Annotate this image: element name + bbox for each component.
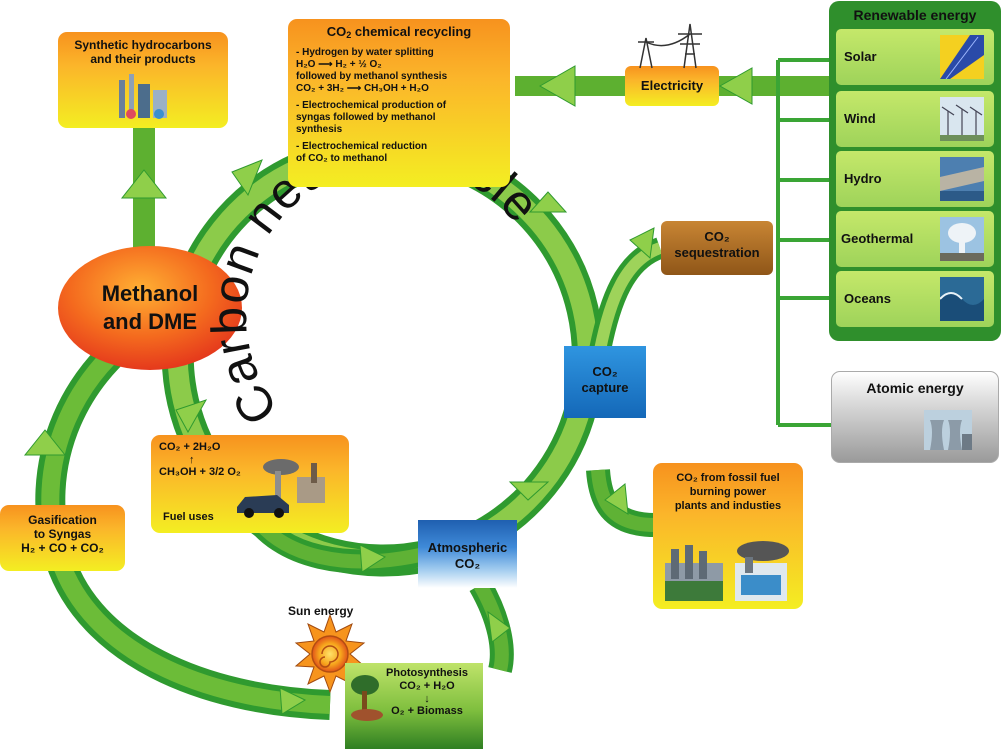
- ocean-waves-icon: [940, 277, 984, 321]
- synthetic-line-1: Synthetic hydrocarbons: [74, 38, 212, 52]
- chemical-plant-icon: [119, 74, 167, 119]
- nuclear-plant-icon: [924, 410, 972, 450]
- capture-box: CO₂ capture: [564, 346, 646, 418]
- wind-turbines-icon: [940, 97, 984, 141]
- synthetic-hydrocarbons-box: Synthetic hydrocarbons and their product…: [58, 32, 228, 128]
- fuel-uses-box: CO₂ + 2H₂O ↑ CH₃OH + 3/2 O₂ Fuel uses: [151, 435, 349, 533]
- renewable-energy-panel: Renewable energy Solar Wind Hydro Ge: [829, 1, 1001, 341]
- electricity-label: Electricity: [640, 78, 704, 93]
- recycling-item-1-line-4: CO₂ + 3H₂ ⟶ CH₃OH + H₂O: [296, 83, 429, 94]
- capture-line-2: capture: [581, 380, 629, 395]
- recycling-item-1-line-2: H₂O ⟶ H₂ + ½ O₂: [296, 59, 382, 70]
- recycling-item-2-line-1: - Electrochemical production of: [296, 100, 447, 111]
- capture-line-1: CO₂: [592, 364, 618, 379]
- sun-energy-label: Sun energy: [288, 604, 354, 618]
- electricity-box: Electricity: [625, 66, 719, 106]
- renewable-item-oceans: Oceans: [836, 271, 994, 327]
- geothermal-geyser-icon: [940, 217, 984, 261]
- recycling-item-3-line-1: - Electrochemical reduction: [296, 141, 428, 152]
- recycling-item-2-line-3: synthesis: [296, 124, 343, 135]
- chemical-recycling-title: CO2 chemical recycling: [326, 24, 472, 40]
- renewable-item-solar: Solar: [836, 29, 994, 85]
- recycling-item-1-line-3: followed by methanol synthesis: [296, 71, 448, 82]
- hydro-label: Hydro: [844, 171, 882, 186]
- sequestration-line-2: sequestration: [674, 245, 760, 260]
- fuel-line-2: CH₃OH + 3/2 O₂: [159, 466, 241, 478]
- photosynthesis-arrow: ↓: [424, 693, 430, 705]
- fossil-line-1: CO₂ from fossil fuel: [676, 472, 780, 484]
- oceans-label: Oceans: [844, 291, 891, 306]
- methanol-label: Methanol and DME: [58, 280, 242, 336]
- wind-label: Wind: [844, 111, 876, 126]
- recycling-item-3-line-2: of CO₂ to methanol: [296, 153, 388, 164]
- fuel-line-1: CO₂ + 2H₂O: [159, 441, 221, 453]
- photosynthesis-title: Photosynthesis: [386, 667, 468, 679]
- gasification-box: Gasification to Syngas H₂ + CO + CO₂: [0, 505, 125, 571]
- gasification-line-3: H₂ + CO + CO₂: [21, 541, 104, 555]
- renewable-item-hydro: Hydro: [836, 151, 994, 207]
- recycling-item-2-line-2: syngas followed by methanol: [296, 112, 436, 123]
- capture-to-sequestration-band: [589, 237, 665, 353]
- atomic-energy-box: Atomic energy: [831, 371, 999, 463]
- fossil-to-capture-band: [586, 468, 656, 537]
- chemical-recycling-box: CO2 chemical recycling - Hydrogen by wat…: [288, 19, 510, 187]
- gasification-line-1: Gasification: [28, 513, 97, 527]
- photosynthesis-line-1: CO₂ + H₂O: [399, 680, 455, 692]
- atmospheric-co2-box: Atmospheric CO₂: [418, 520, 517, 588]
- gasification-line-2: to Syngas: [33, 527, 92, 541]
- methanol-line-1: Methanol: [101, 281, 199, 306]
- methanol-ellipse: [58, 246, 242, 370]
- fossil-fuel-box: CO₂ from fossil fuel burning power plant…: [653, 463, 803, 609]
- atomic-title: Atomic energy: [866, 380, 964, 396]
- power-plants-icon: [665, 541, 789, 601]
- photosynthesis-line-2: O₂ + Biomass: [391, 705, 463, 717]
- photosynthesis-box: Photosynthesis CO₂ + H₂O ↓ O₂ + Biomass: [345, 663, 483, 749]
- methanol-line-2: and DME: [102, 309, 198, 334]
- car-and-factory-icon: [237, 459, 325, 518]
- sequestration-box: CO₂ sequestration: [661, 221, 773, 275]
- tree-icon: [351, 675, 383, 721]
- hydro-dam-icon: [940, 157, 984, 201]
- synthetic-line-2: and their products: [90, 52, 196, 66]
- fuel-uses-label: Fuel uses: [163, 511, 214, 523]
- renewable-item-geothermal: Geothermal: [836, 211, 994, 267]
- arrowheads: [23, 65, 753, 715]
- solar-icon: [940, 35, 984, 79]
- fuel-arrow: ↑: [189, 454, 195, 466]
- renewable-connectors: [776, 58, 836, 427]
- atmospheric-line-2: CO₂: [454, 556, 481, 571]
- fossil-line-3: plants and industies: [674, 500, 782, 512]
- recycling-item-1-line-1: - Hydrogen by water splitting: [296, 47, 434, 58]
- sequestration-line-1: CO₂: [704, 229, 730, 244]
- atmospheric-line-1: Atmospheric: [427, 540, 508, 555]
- renewable-title: Renewable energy: [853, 7, 977, 23]
- geothermal-label: Geothermal: [841, 231, 914, 246]
- solar-label: Solar: [844, 49, 877, 64]
- power-pylon-icon: [638, 23, 702, 69]
- fossil-line-2: burning power: [689, 486, 767, 498]
- renewable-item-wind: Wind: [836, 91, 994, 147]
